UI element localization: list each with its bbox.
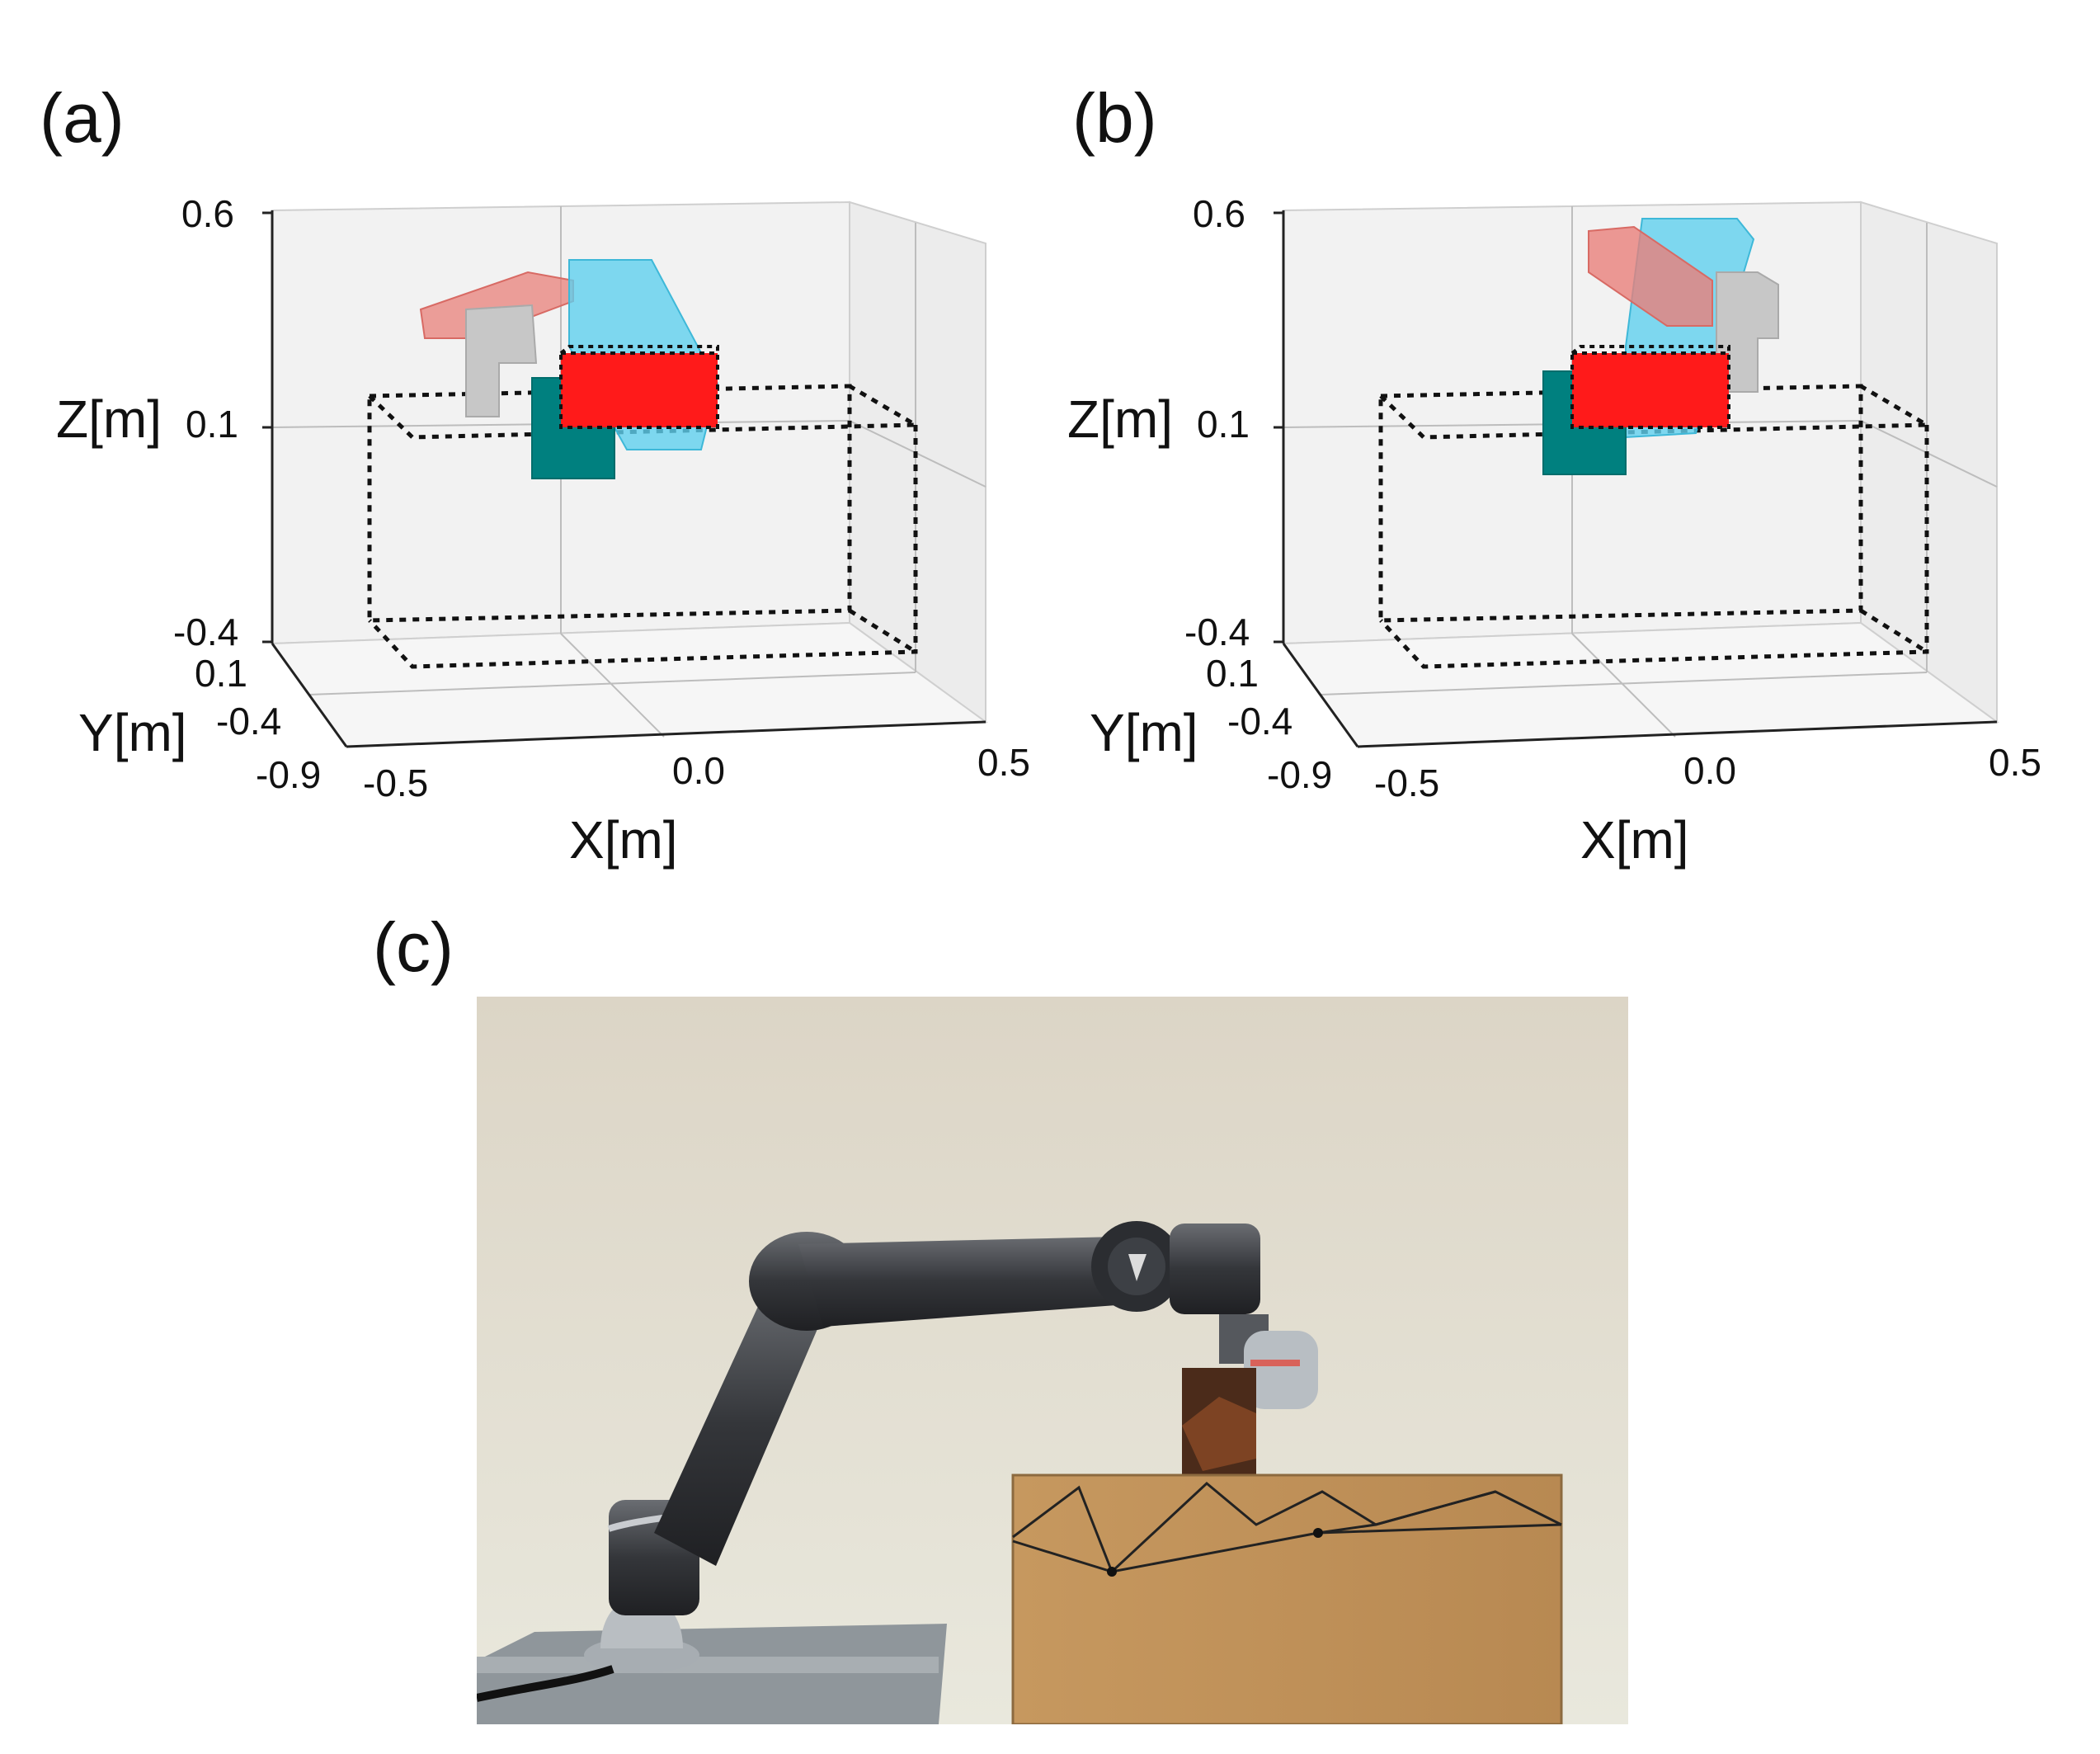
metal-table [477,1624,947,1724]
axis-lines [1274,210,1998,748]
z-axis-label: Z[m] [1067,389,1173,449]
x-tick-2: 0.0 [1683,749,1736,792]
y-tick-2: -0.4 [216,700,281,743]
pink-link [1588,225,1713,327]
x-tick-2: 0.0 [672,749,725,792]
z-tick-top: 0.6 [1193,192,1245,235]
red-obstacle [559,351,719,429]
y-tick-2: -0.4 [1227,700,1292,743]
z-tick-bottom: -0.4 [1184,611,1250,653]
axis-lines [262,210,986,748]
gray-link [465,304,538,417]
robot-links [1542,218,1779,475]
red-obstacle [1570,351,1730,429]
x-tick-1: -0.5 [1374,761,1439,804]
robot-arm [607,1221,1318,1615]
y-tick-1: 0.1 [195,652,247,695]
z-tick-mid: 0.1 [186,403,238,446]
z-tick-top: 0.6 [181,192,234,235]
x-axis-label: X[m] [569,810,678,870]
y-tick-1: 0.1 [1206,652,1259,695]
y-axis-label: Y[m] [78,703,187,762]
gripper [1244,1331,1318,1409]
y-axis-label: Y[m] [1090,703,1198,762]
plot-b-3d-view: 0.6 0.1 -0.4 Z[m] 0.1 -0.4 -0.9 Y[m] -0.… [1067,192,2041,870]
x-axis-label: X[m] [1580,810,1689,870]
robot-arm-photo [477,997,1628,1724]
z-tick-mid: 0.1 [1197,403,1250,446]
y-tick-3: -0.9 [1267,753,1332,796]
robot-links [419,259,719,479]
panel-label-b: (b) [1072,79,1157,157]
z-tick-bottom: -0.4 [173,611,238,653]
x-tick-1: -0.5 [363,761,428,804]
panel-label-a: (a) [40,79,125,157]
panel-label-c: (c) [373,908,454,986]
z-axis-label: Z[m] [56,389,162,449]
plot-a-3d-view: 0.6 0.1 -0.4 Z[m] 0.1 -0.4 -0.9 Y[m] -0.… [56,192,1030,870]
box-triangle-pattern [1012,1482,1562,1574]
x-tick-3: 0.5 [1989,741,2041,784]
y-tick-3: -0.9 [256,753,321,796]
x-tick-3: 0.5 [977,741,1030,784]
cardboard-box [1011,1473,1563,1724]
